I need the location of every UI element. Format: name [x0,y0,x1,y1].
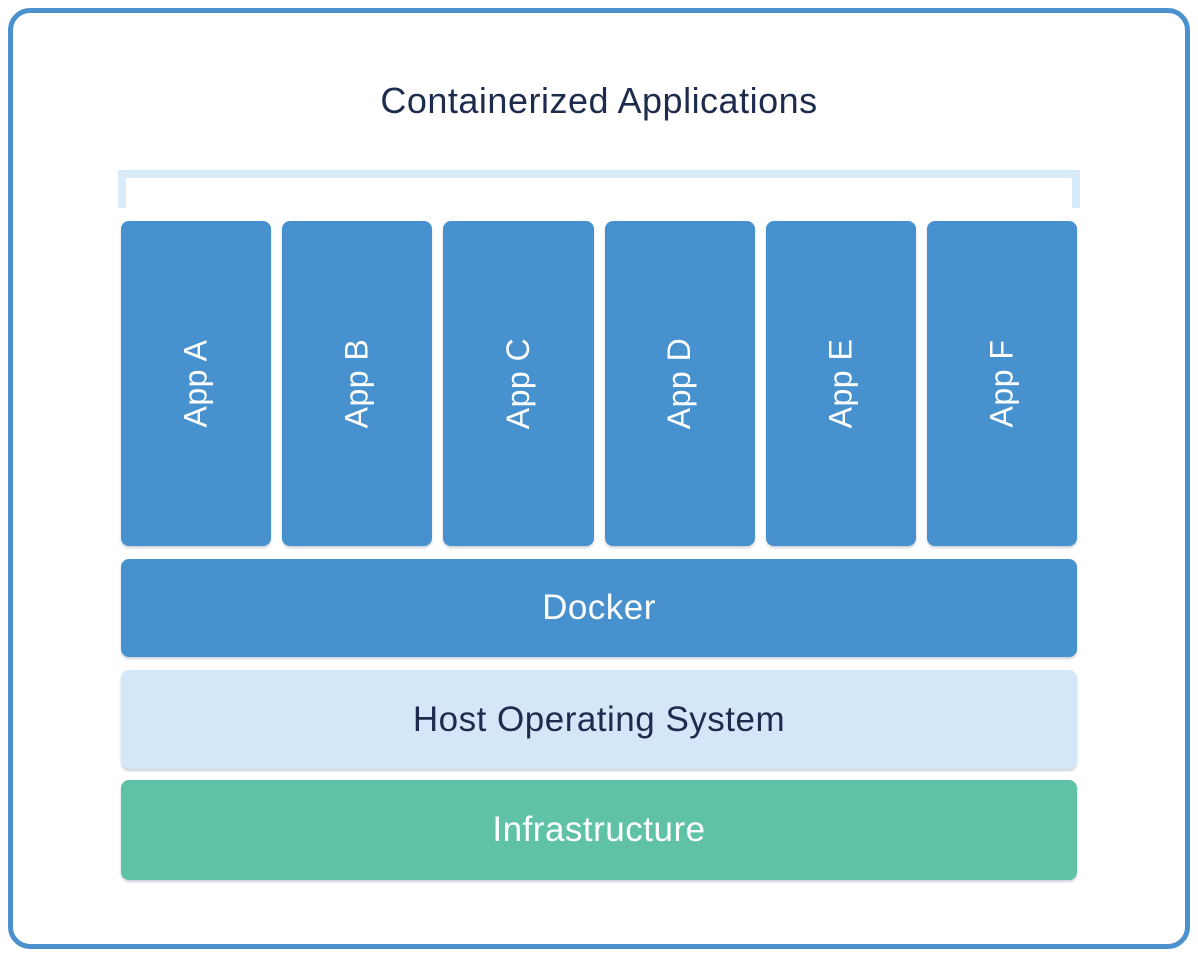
app-box-c: App C [443,221,594,546]
apps-row: App A App B App C App D App E App F [121,221,1078,546]
docker-label: Docker [542,588,656,627]
app-label: App B [338,338,375,429]
app-label: App E [822,338,859,429]
app-label: App C [499,337,536,430]
infrastructure-label: Infrastructure [492,810,706,849]
app-label: App F [983,339,1020,428]
app-box-a: App A [121,221,272,546]
app-box-e: App E [765,221,916,546]
app-box-d: App D [604,221,755,546]
host-os-layer: Host Operating System [121,670,1077,769]
infrastructure-layer: Infrastructure [121,780,1077,880]
app-box-f: App F [926,221,1078,546]
app-box-b: App B [282,221,433,546]
diagram-title: Containerized Applications [380,80,818,121]
docker-layer: Docker [121,559,1077,657]
app-label: App A [177,339,214,428]
host-os-label: Host Operating System [412,699,786,739]
app-label: App D [661,337,698,430]
containers-bracket [118,170,1080,208]
